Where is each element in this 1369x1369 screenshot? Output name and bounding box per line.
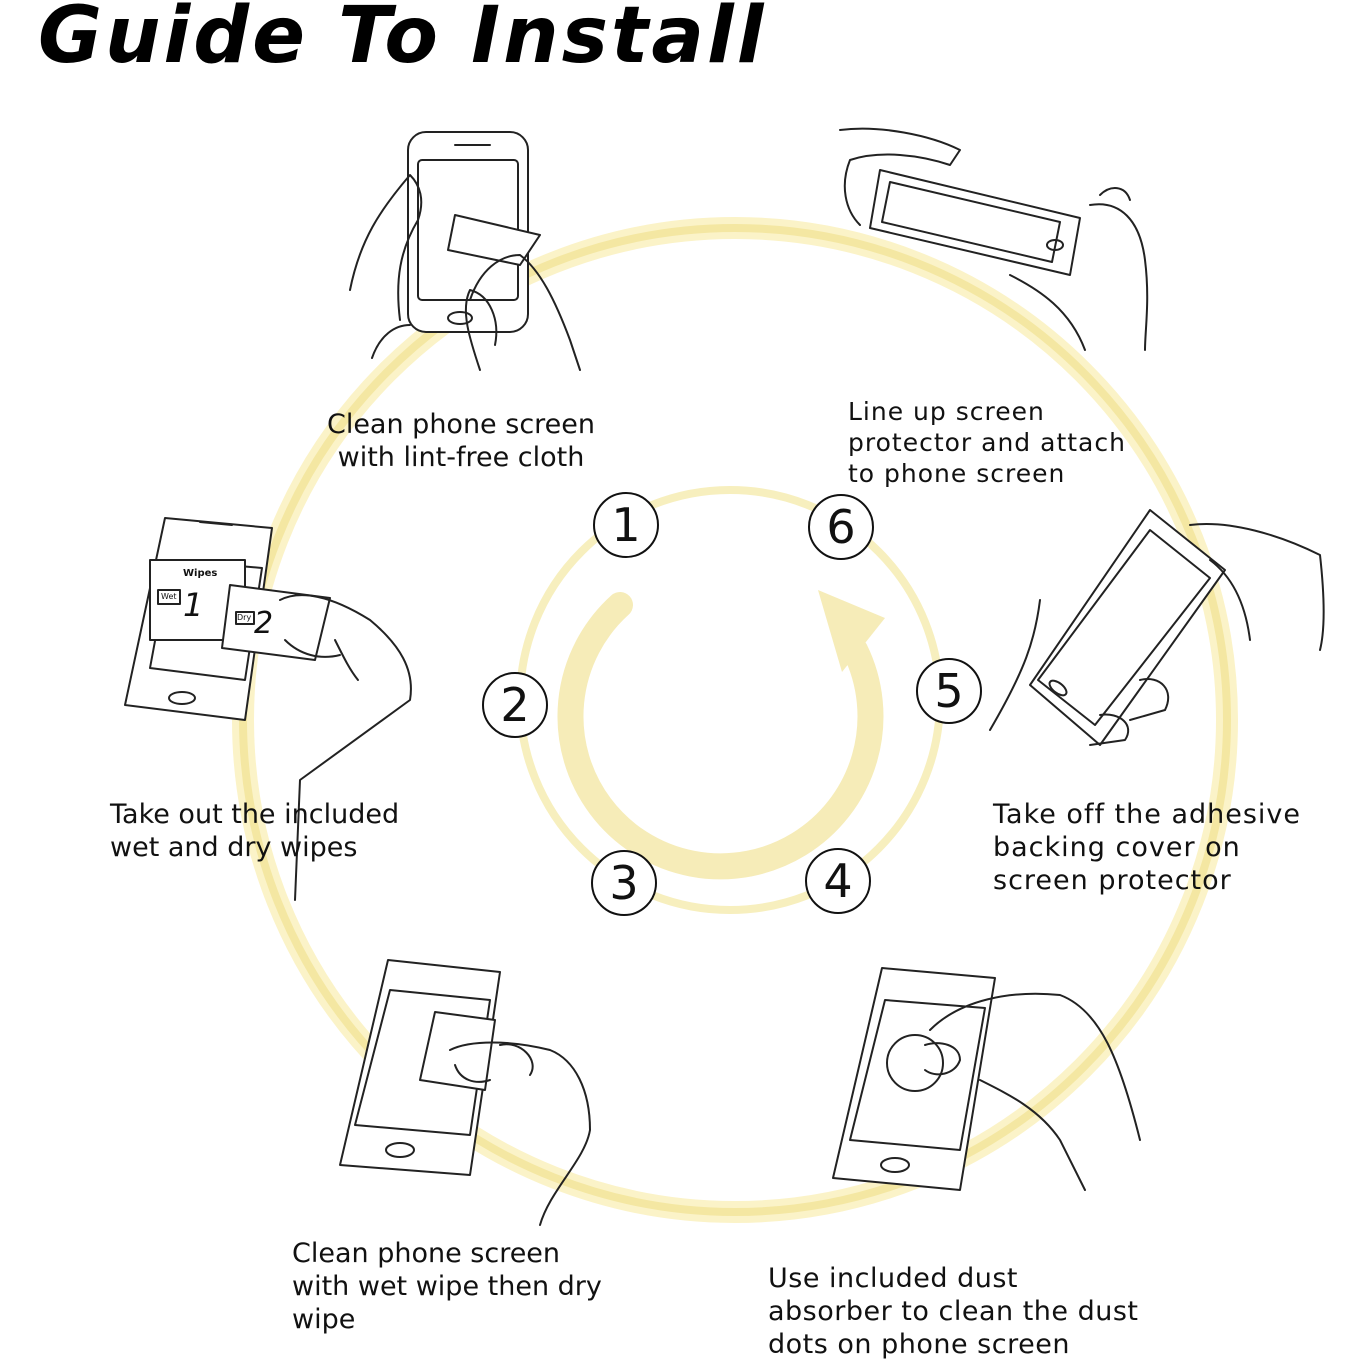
step-3-caption: Clean phone screen with wet wipe then dr… (292, 1238, 602, 1335)
attach-protector-icon (839, 127, 1149, 351)
step-5-number: 5 (916, 658, 982, 724)
wipes-dry-label: Dry (237, 613, 252, 622)
step-3-number: 3 (591, 850, 657, 916)
wipes-brand: Wipes (183, 568, 218, 579)
phone-wipe-icon (339, 959, 591, 1226)
step-5-caption: Take off the adhesive backing cover on s… (993, 799, 1302, 896)
step-2-number: 2 (482, 672, 548, 738)
peel-backing-icon (989, 509, 1325, 746)
wipes-dry-number: 2 (254, 606, 274, 641)
step-6-caption: Line up screen protector and attach to p… (848, 397, 1126, 488)
cycle-arrow (557, 590, 885, 880)
step-1-number: 1 (593, 492, 659, 558)
step-4-caption: Use included dust absorber to clean the … (768, 1263, 1139, 1360)
step-1-caption: Clean phone screen with lint-free cloth (326, 409, 596, 473)
phone-wipes-icon (124, 517, 412, 901)
step-4-number: 4 (805, 848, 871, 914)
wipes-wet-number: 1 (183, 586, 204, 624)
phone-cloth-icon (349, 131, 581, 371)
dust-absorber-icon (832, 967, 1141, 1191)
step-6-number: 6 (808, 494, 874, 560)
wipes-wet-label: Wet (161, 592, 177, 601)
step-2-caption: Take out the included wet and dry wipes (110, 799, 400, 863)
page-title: Guide To Install (38, 0, 767, 81)
